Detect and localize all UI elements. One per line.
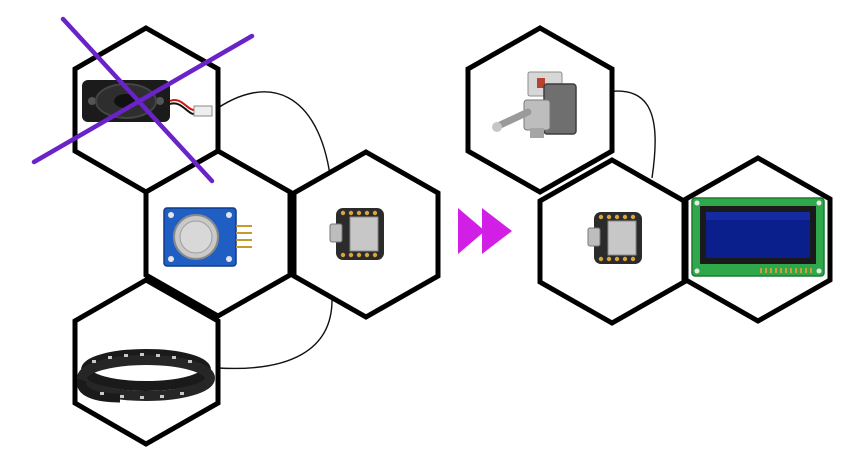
double-arrow-right-icon bbox=[458, 208, 512, 254]
crossed-out-mark-icon bbox=[31, 16, 255, 184]
wire-speaker-to-mcu bbox=[211, 91, 331, 176]
toggle-switch-icon bbox=[492, 71, 577, 138]
wire-ledstrip-to-mcu bbox=[217, 299, 333, 370]
xiao-board-icon bbox=[329, 208, 384, 260]
gas-sensor-icon bbox=[163, 207, 252, 267]
lcd-display-icon bbox=[691, 197, 825, 277]
led-strip-icon bbox=[77, 349, 215, 403]
xiao-board-icon bbox=[587, 212, 642, 264]
